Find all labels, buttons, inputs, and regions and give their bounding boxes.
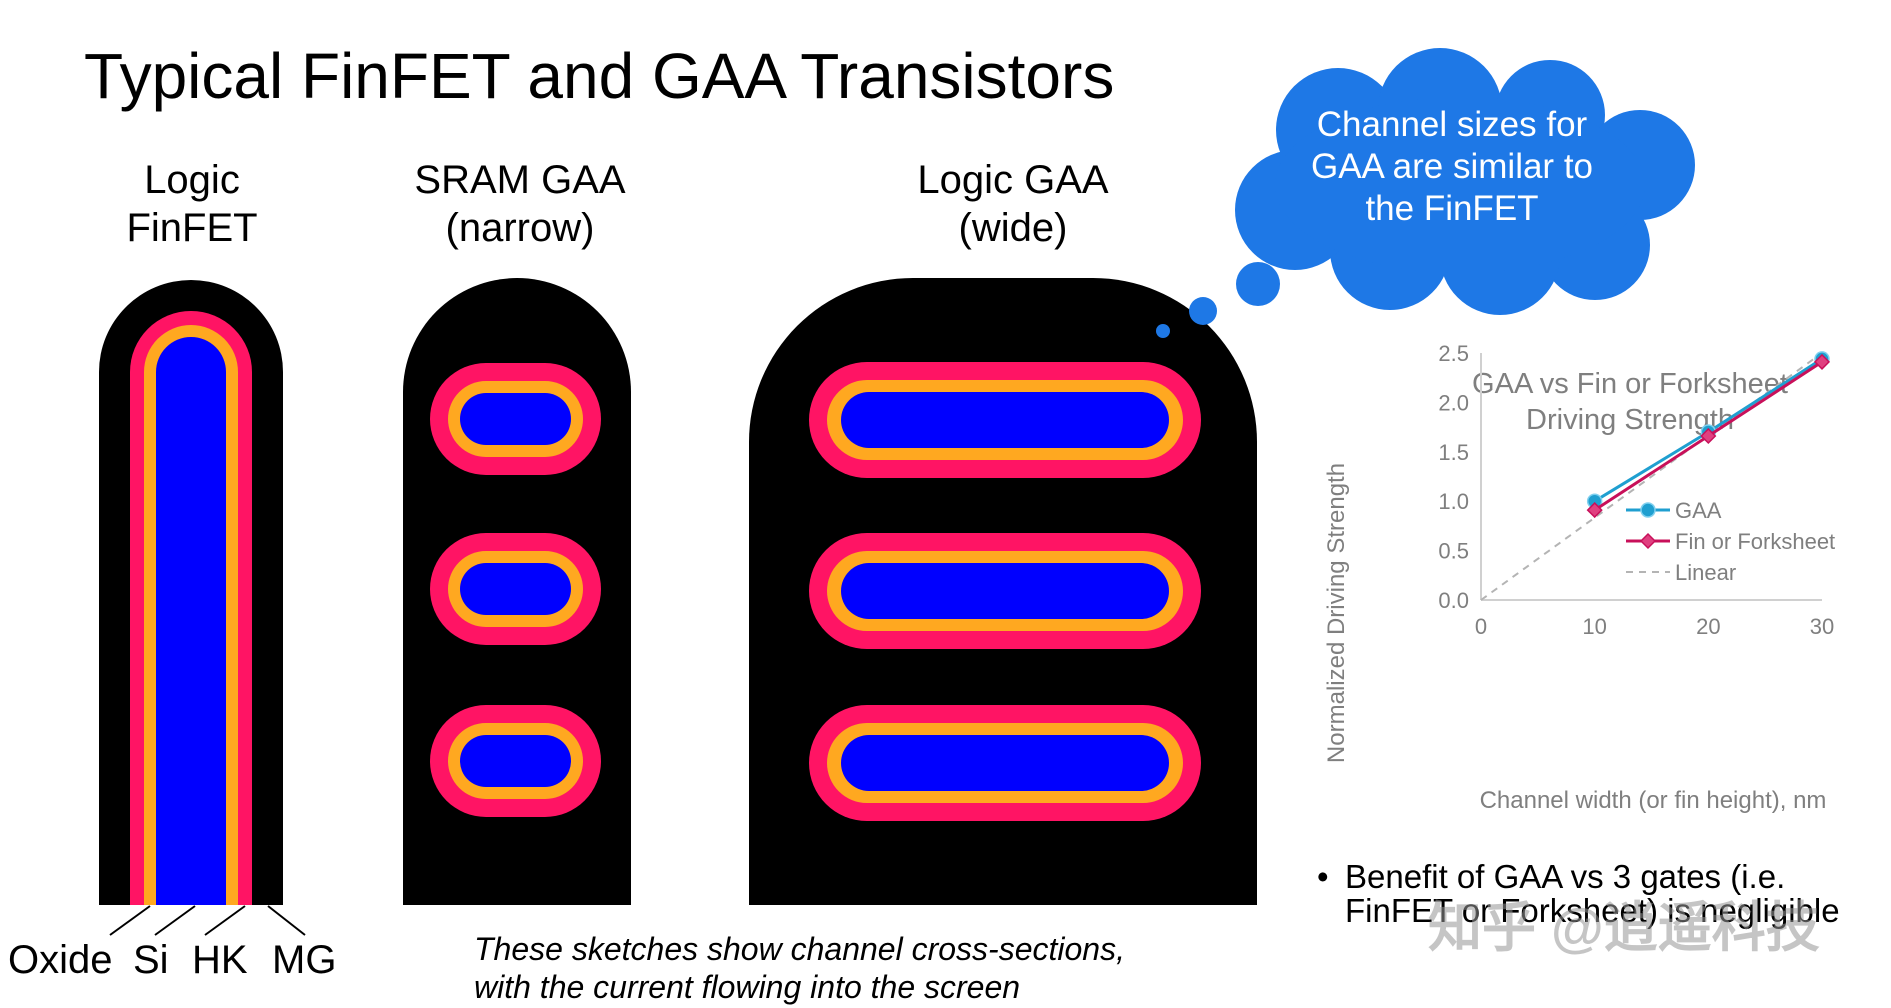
chart-y-tick-label: 2.5	[1438, 341, 1469, 366]
driving-strength-chart: GAA vs Fin or Forksheet Driving Strength…	[1323, 341, 1835, 814]
bullet-text: Benefit of GAA vs 3 gates (i.e. FinFET o…	[1345, 858, 1840, 929]
chart-x-tick-label: 20	[1696, 614, 1720, 639]
logic-sheet2-silicon	[841, 563, 1169, 619]
logic-gaa-title-line2: (wide)	[958, 206, 1068, 250]
mg-arrow	[267, 905, 306, 936]
caption-line1: These sketches show channel cross-sectio…	[474, 931, 1125, 967]
sram-sheet2-silicon	[460, 563, 571, 615]
cloud-body	[1275, 97, 1645, 273]
label-mg: MG	[272, 938, 337, 982]
logic-sheet1-silicon	[841, 392, 1169, 448]
chart-legend-label: Fin or Forksheet	[1675, 529, 1835, 554]
cloud-text: Channel sizes for GAA are similar to the…	[1262, 104, 1642, 230]
cloud-bubble-large	[1236, 262, 1280, 306]
watermark: 知乎 @逍遥科技	[1428, 898, 1820, 958]
sram-gaa-title-line1: SRAM GAA	[414, 158, 626, 202]
chart-title-line2: Driving Strength	[1526, 404, 1734, 436]
label-hk: HK	[192, 938, 248, 982]
chart-x-tick-label: 10	[1582, 614, 1606, 639]
sram-sheet1-silicon	[460, 393, 571, 445]
chart-legend-marker	[1640, 502, 1656, 518]
cloud-text-line1: Channel sizes for	[1316, 105, 1588, 144]
chart-x-tick-label: 0	[1475, 614, 1487, 639]
layer-pointer-arrows	[109, 905, 306, 936]
chart-legend-label: Linear	[1675, 560, 1736, 585]
sram-gaa-sketch	[403, 278, 631, 905]
logic-gaa-nanosheet	[809, 362, 1201, 478]
sketch-caption: These sketches show channel cross-sectio…	[474, 930, 1125, 1006]
chart-y-tick-label: 0.0	[1438, 588, 1469, 613]
finfet-title-line1: Logic	[144, 158, 240, 202]
logic-gaa-nanosheet	[809, 533, 1201, 649]
sram-sheet3-silicon	[460, 735, 571, 787]
caption-line2: with the current flowing into the screen	[474, 969, 1021, 1005]
finfet-silicon-fin	[156, 337, 226, 905]
finfet-title: Logic FinFET	[92, 156, 292, 252]
cloud-bubble-small	[1156, 324, 1170, 338]
label-si: Si	[133, 938, 169, 982]
chart-title-line1: GAA vs Fin or Forksheet	[1472, 368, 1788, 400]
logic-gaa-nanosheet	[809, 705, 1201, 821]
sram-nanosheet	[430, 533, 601, 645]
thought-cloud	[1156, 48, 1695, 338]
chart-legend-label: GAA	[1675, 498, 1722, 523]
chart-point-fin	[1700, 427, 1717, 445]
chart-y-tick-label: 1.0	[1438, 489, 1469, 514]
bullet-dot: •	[1317, 858, 1329, 895]
si-arrow	[154, 905, 196, 936]
logic-gaa-title-line1: Logic GAA	[917, 158, 1109, 202]
chart-y-axis-label: Normalized Driving Strength	[1323, 463, 1350, 763]
finfet-title-line2: FinFET	[126, 206, 258, 250]
chart-axes	[1480, 353, 1822, 601]
page-title: Typical FinFET and GAA Transistors	[84, 40, 1115, 112]
sram-nanosheet	[430, 363, 601, 475]
chart-y-tick-label: 2.0	[1438, 390, 1469, 415]
sram-gaa-title: SRAM GAA (narrow)	[400, 156, 640, 252]
chart-y-tick-label: 0.5	[1438, 539, 1469, 564]
chart-series	[1480, 351, 1831, 601]
oxide-arrow	[109, 905, 151, 936]
finfet-sketch	[99, 280, 283, 905]
hk-arrow	[204, 905, 246, 936]
chart-point-fin	[1813, 353, 1831, 370]
cloud-bubble-medium	[1189, 297, 1217, 325]
cloud-text-line2: GAA are similar to	[1310, 147, 1594, 186]
logic-gaa-sketch	[749, 278, 1257, 905]
chart-ticks: 0.0 0.5 1.0 1.5 2.0 2.5 0 10 20 30	[1438, 341, 1834, 639]
sram-gaa-title-line2: (narrow)	[445, 206, 595, 250]
logic-gaa-title: Logic GAA (wide)	[893, 156, 1133, 252]
chart-legend-marker	[1639, 532, 1657, 550]
label-oxide: Oxide	[8, 938, 113, 982]
chart-point-fin	[1586, 502, 1603, 519]
benefit-bullet: • Benefit of GAA vs 3 gates (i.e. FinFET…	[1317, 858, 1865, 929]
logic-sheet3-silicon	[841, 735, 1169, 791]
sram-nanosheet	[430, 705, 601, 817]
chart-series-line-linear	[1480, 352, 1823, 601]
cloud-text-line3: the FinFET	[1365, 189, 1539, 228]
chart-y-tick-label: 1.5	[1438, 440, 1469, 465]
chart-x-tick-label: 30	[1810, 614, 1834, 639]
chart-x-axis-label: Channel width (or fin height), nm	[1480, 787, 1827, 814]
